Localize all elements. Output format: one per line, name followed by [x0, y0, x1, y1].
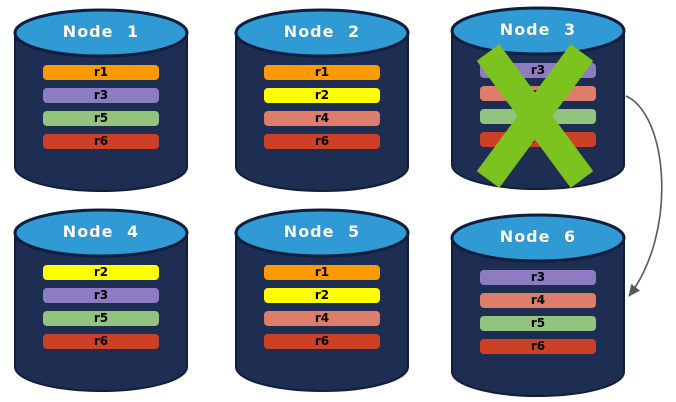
node-title: Node 2 [283, 22, 361, 41]
arrow-curve [625, 95, 663, 297]
db-node: Node 1 r1 r3 r5 r6 [13, 8, 189, 196]
replica-bar: r5 [480, 316, 596, 331]
replica-bar: r4 [264, 111, 380, 126]
replica-list: r1 r2 r4 r6 [264, 265, 380, 357]
node-title: Node 3 [499, 20, 577, 39]
node-title: Node 6 [499, 227, 577, 246]
replica-bar: r4 [480, 293, 596, 308]
replica-bar: r2 [264, 288, 380, 303]
replica-list: r1 r2 r4 r6 [264, 65, 380, 157]
cylinder-top [13, 208, 189, 258]
replica-bar: r6 [264, 134, 380, 149]
db-node: Node 2 r1 r2 r4 r6 [234, 8, 410, 196]
replica-bar: r1 [264, 265, 380, 280]
node-title: Node 1 [62, 22, 140, 41]
failure-cross-icon [476, 44, 594, 188]
replica-bar: r6 [43, 134, 159, 149]
node-title: Node 4 [62, 222, 140, 241]
replica-bar: r2 [264, 88, 380, 103]
replica-bar: r2 [43, 265, 159, 280]
replica-bar: r4 [264, 311, 380, 326]
db-node: Node 5 r1 r2 r4 r6 [234, 208, 410, 396]
replica-bar: r1 [264, 65, 380, 80]
node-title: Node 5 [283, 222, 361, 241]
cylinder-top [450, 213, 626, 263]
replica-bar: r5 [43, 311, 159, 326]
replica-list: r1 r3 r5 r6 [43, 65, 159, 157]
replica-bar: r3 [480, 270, 596, 285]
cylinder-top [450, 6, 626, 56]
cylinder-top [13, 8, 189, 58]
replica-bar: r6 [480, 339, 596, 354]
cylinder-top [234, 208, 410, 258]
replica-bar: r3 [43, 288, 159, 303]
replica-bar: r5 [43, 111, 159, 126]
db-node: Node 4 r2 r3 r5 r6 [13, 208, 189, 396]
replica-list: r3 r4 r5 r6 [480, 270, 596, 362]
replica-bar: r6 [264, 334, 380, 349]
cylinder-top [234, 8, 410, 58]
db-node: Node 6 r3 r4 r5 r6 [450, 213, 626, 401]
replica-bar: r3 [43, 88, 159, 103]
replica-bar: r6 [43, 334, 159, 349]
replica-list: r2 r3 r5 r6 [43, 265, 159, 357]
replica-bar: r1 [43, 65, 159, 80]
